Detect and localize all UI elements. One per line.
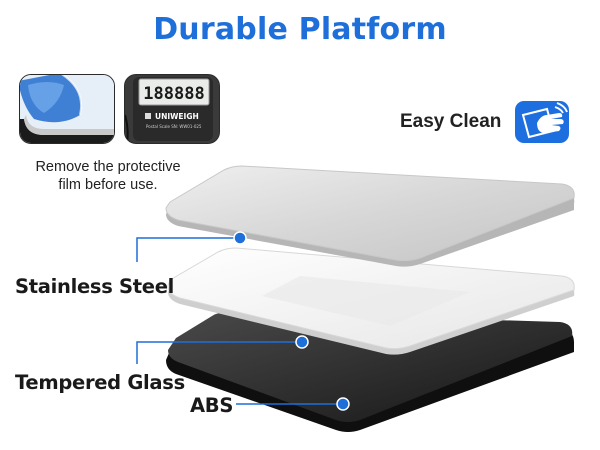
callout-stainless-steel [136,231,247,262]
display-digits: 188888 [143,84,204,104]
easy-clean-label: Easy Clean [400,111,502,132]
callout-abs [236,397,350,411]
peel-film-thumbnail [19,74,115,144]
page-title: Durable Platform [153,12,447,47]
instruction-text: Remove the protective film before use. [10,158,206,194]
instruction-line-1: Remove the protective [35,159,181,175]
stainless-steel-label: Stainless Steel [15,275,175,298]
peel-film-illustration [20,75,114,143]
brand-logo-text: UNIWEIGH [155,112,199,121]
stainless-steel-layer [165,165,575,267]
scale-display-illustration: 188888 UNIWEIGH Postal Scale SN: WW01-02… [125,75,219,143]
instruction-line-2: film before use. [58,177,158,193]
model-text: Postal Scale SN: WW01-025 [146,124,202,129]
scale-display-thumbnail: 188888 UNIWEIGH Postal Scale SN: WW01-02… [124,74,220,144]
abs-label: ABS [190,394,234,417]
tempered-glass-layer [167,247,575,355]
tempered-glass-label: Tempered Glass [15,371,185,394]
wipe-hand-icon [515,101,569,143]
callout-tempered-glass [136,335,309,364]
